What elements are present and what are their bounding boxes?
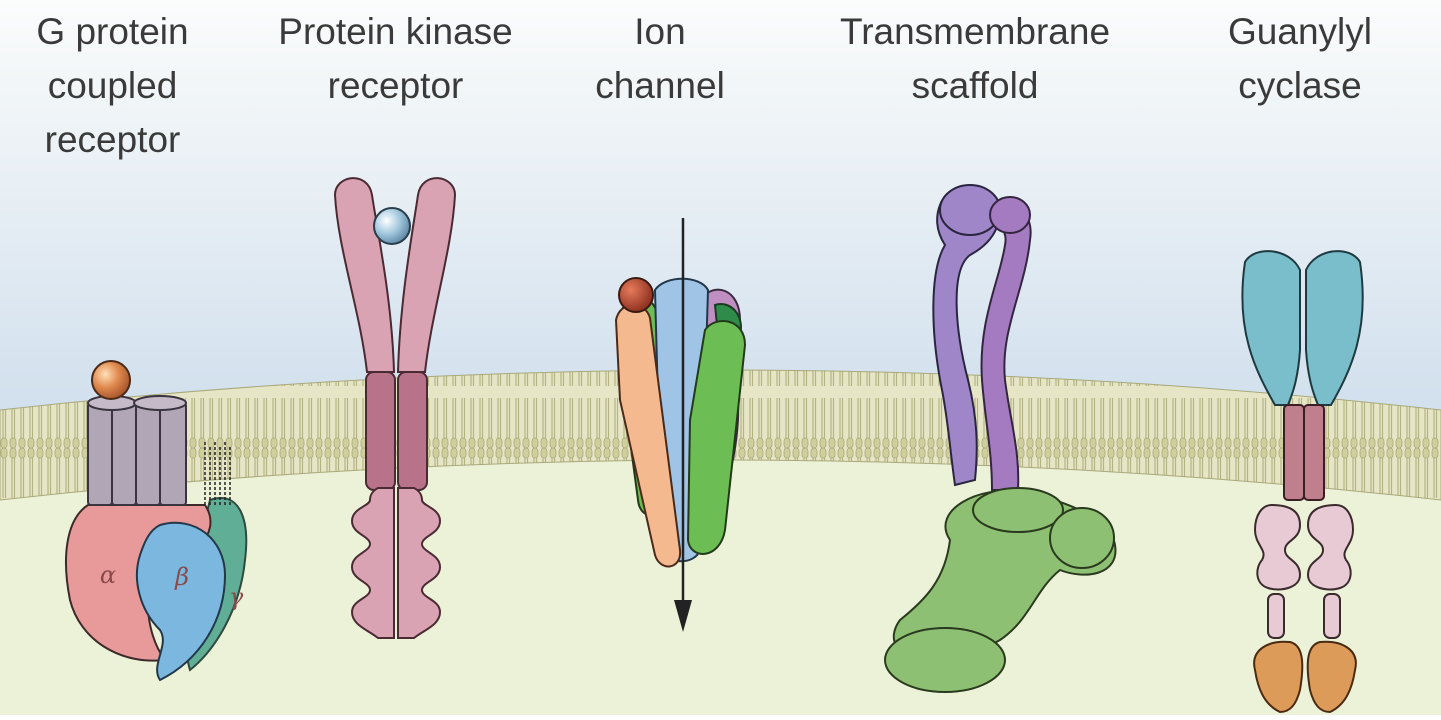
- label-guanylyl-cyclase: Guanylyl cyclase: [1195, 5, 1405, 113]
- label-gpcr: G protein coupled receptor: [10, 5, 215, 167]
- ion-channel-ligand: [619, 278, 653, 312]
- label-transmembrane-scaffold: Transmembrane scaffold: [795, 5, 1155, 113]
- alpha-symbol: α: [100, 561, 116, 589]
- label-ion-channel: Ion channel: [570, 5, 750, 113]
- gamma-symbol: γ: [229, 583, 244, 611]
- label-protein-kinase-receptor: Protein kinase receptor: [248, 5, 543, 113]
- rtk-ligand: [374, 208, 410, 244]
- beta-symbol: β: [174, 563, 189, 591]
- gpcr-ligand: [92, 361, 130, 399]
